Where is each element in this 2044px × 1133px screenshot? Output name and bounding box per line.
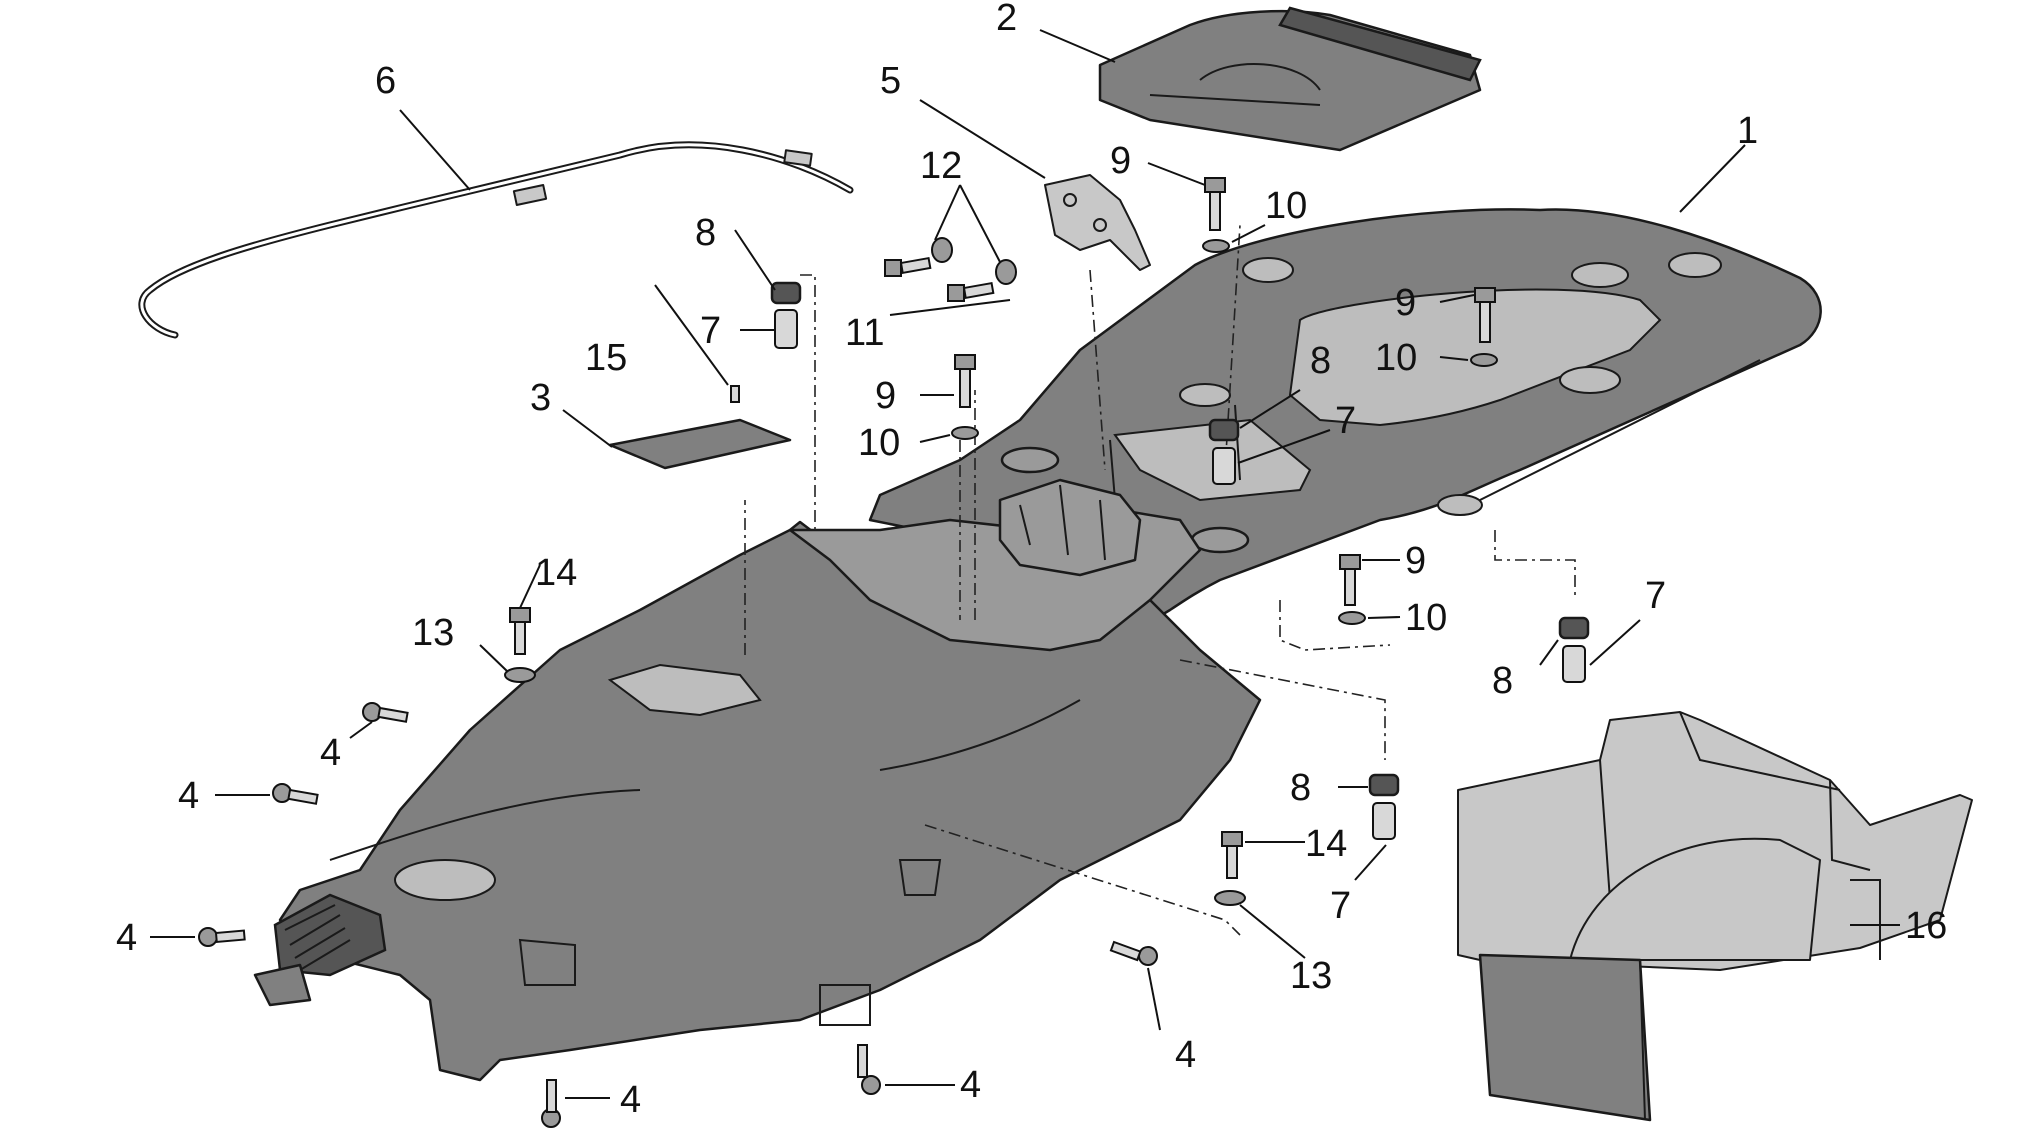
callout-6: 6 <box>375 60 396 102</box>
bolt-9-top <box>1204 177 1226 231</box>
screw-4-f <box>541 1079 561 1128</box>
callout-14a: 14 <box>535 552 577 594</box>
callout-12: 12 <box>920 145 962 187</box>
callout-8a: 8 <box>695 212 716 254</box>
callout-4d: 4 <box>1175 1034 1196 1076</box>
bolt-11-a <box>884 256 932 277</box>
callout-13a: 13 <box>412 612 454 654</box>
part-2-cover <box>1098 6 1482 152</box>
washer-10-b <box>1470 353 1498 367</box>
screw-15 <box>730 385 740 403</box>
callout-10b: 10 <box>1375 337 1417 379</box>
callout-2: 2 <box>996 0 1017 39</box>
callout-16: 16 <box>1905 905 1947 947</box>
bolt-9-left <box>954 354 976 408</box>
washer-13-a <box>504 667 536 683</box>
grommet-8-b <box>1208 418 1240 442</box>
washer-10-d <box>1338 611 1366 625</box>
callout-4c: 4 <box>116 917 137 959</box>
callout-labels: 1 2 3 4 4 4 4 4 4 5 6 7 7 7 7 8 8 8 8 9 … <box>116 0 1947 1121</box>
washer-10-a <box>1202 239 1230 253</box>
bolt-14-b <box>1221 831 1243 879</box>
callout-9b: 9 <box>1395 282 1416 324</box>
callout-15: 15 <box>585 337 627 379</box>
bushing-7-a <box>774 309 798 349</box>
part-3-plate <box>608 418 792 470</box>
leader-lines <box>150 29 1900 1099</box>
part-5-latch <box>1044 174 1151 271</box>
callout-8b: 8 <box>1310 340 1331 382</box>
callout-14b: 14 <box>1305 823 1347 865</box>
callout-13b: 13 <box>1290 955 1332 997</box>
callout-8c: 8 <box>1492 660 1513 702</box>
bolt-9-lower <box>1339 554 1361 606</box>
callout-11: 11 <box>845 312 884 354</box>
grommet-8-c <box>1558 616 1590 640</box>
callout-7a: 7 <box>700 310 721 352</box>
callout-7d: 7 <box>1330 885 1351 927</box>
washer-12-b <box>995 259 1017 285</box>
part-main-rear-body <box>253 508 1262 1082</box>
screw-4-e <box>857 1044 881 1095</box>
screw-4-a <box>362 702 409 723</box>
callout-4a: 4 <box>320 732 341 774</box>
fasteners <box>198 177 1590 1128</box>
callout-4e: 4 <box>960 1064 981 1106</box>
bushing-7-c <box>1562 645 1586 683</box>
bolt-11-b <box>947 281 995 302</box>
grommet-8-d <box>1368 773 1400 797</box>
callout-7b: 7 <box>1335 400 1356 442</box>
bolt-14-a <box>509 607 531 655</box>
washer-13-b <box>1214 890 1246 906</box>
washer-10-c <box>951 426 979 440</box>
screw-4-d <box>1109 940 1158 966</box>
callout-10c: 10 <box>858 422 900 464</box>
screw-4-c <box>198 927 246 947</box>
callout-10a: 10 <box>1265 185 1307 227</box>
part-16-splash-shield <box>1457 711 1973 1122</box>
callout-3: 3 <box>530 377 551 419</box>
bushing-7-d <box>1372 802 1396 840</box>
part-6-cable <box>138 141 854 339</box>
callout-10d: 10 <box>1405 597 1447 639</box>
washer-12-a <box>931 237 953 263</box>
bushing-7-b <box>1212 447 1236 485</box>
bracket-assembly <box>998 478 1142 577</box>
callout-9c: 9 <box>875 375 896 417</box>
callout-4f: 4 <box>620 1079 641 1121</box>
callout-7c: 7 <box>1645 575 1666 617</box>
callout-1: 1 <box>1737 110 1758 152</box>
screw-4-b <box>272 783 319 805</box>
alignment-lines <box>744 224 1576 936</box>
callout-9a: 9 <box>1110 140 1131 182</box>
callout-8d: 8 <box>1290 767 1311 809</box>
grommet-8-a <box>770 281 802 305</box>
callout-9d: 9 <box>1405 540 1426 582</box>
callout-4b: 4 <box>178 775 199 817</box>
bolt-9-mid <box>1474 287 1496 343</box>
callout-5: 5 <box>880 60 901 102</box>
